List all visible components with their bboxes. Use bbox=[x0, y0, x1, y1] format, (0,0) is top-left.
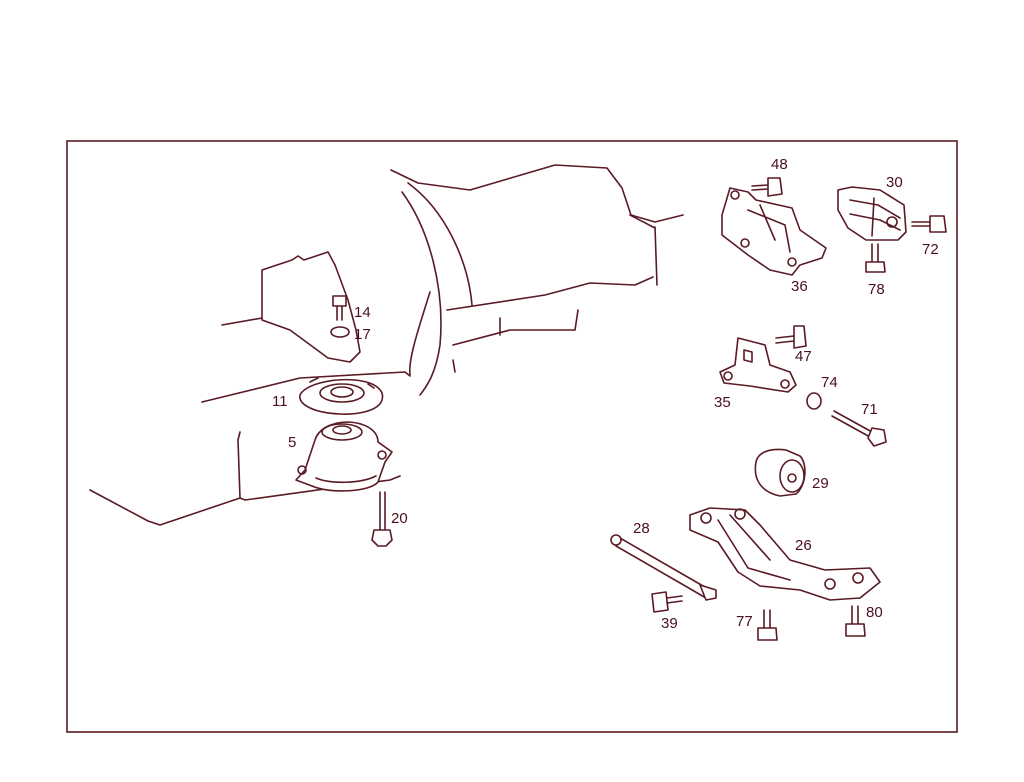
part-label-28: 28 bbox=[633, 520, 650, 537]
engine-mount-5 bbox=[295, 421, 393, 492]
bolt-14 bbox=[332, 295, 347, 321]
part-label-29: 29 bbox=[812, 475, 829, 492]
part-label-77: 77 bbox=[736, 613, 753, 630]
stud-bolt-20 bbox=[371, 491, 393, 547]
crossmember-26 bbox=[689, 507, 881, 601]
bolt-78 bbox=[865, 243, 886, 273]
part-label-36: 36 bbox=[791, 278, 808, 295]
bracket-35 bbox=[719, 337, 797, 393]
bolt-80 bbox=[845, 605, 866, 637]
part-label-11: 11 bbox=[272, 393, 288, 410]
bushing-29 bbox=[754, 448, 806, 497]
bolt-48 bbox=[751, 177, 783, 197]
part-label-78: 78 bbox=[868, 281, 885, 298]
part-label-14: 14 bbox=[354, 304, 371, 321]
washer-17 bbox=[330, 326, 350, 338]
rubber-mount-30 bbox=[837, 186, 907, 241]
bolt-77 bbox=[757, 609, 778, 641]
bolt-71 bbox=[831, 410, 887, 447]
part-label-17: 17 bbox=[354, 326, 371, 343]
part-label-48: 48 bbox=[771, 156, 788, 173]
rod-28 bbox=[610, 534, 717, 601]
part-label-5: 5 bbox=[288, 434, 296, 451]
bolt-39 bbox=[651, 591, 683, 613]
part-label-71: 71 bbox=[861, 401, 878, 418]
transmission-housing bbox=[89, 164, 684, 526]
part-label-39: 39 bbox=[661, 615, 678, 632]
bolt-72 bbox=[911, 215, 947, 233]
part-label-35: 35 bbox=[714, 394, 731, 411]
part-label-20: 20 bbox=[391, 510, 408, 527]
nut-74 bbox=[806, 392, 822, 410]
mount-plate-11 bbox=[299, 377, 384, 415]
part-label-72: 72 bbox=[922, 241, 939, 258]
part-label-30: 30 bbox=[886, 174, 903, 191]
bracket-36 bbox=[721, 187, 827, 276]
bolt-47 bbox=[775, 325, 807, 349]
part-label-74: 74 bbox=[821, 374, 838, 391]
part-label-80: 80 bbox=[866, 604, 883, 621]
part-label-26: 26 bbox=[795, 537, 812, 554]
part-label-47: 47 bbox=[795, 348, 812, 365]
diagram-frame bbox=[66, 140, 958, 733]
